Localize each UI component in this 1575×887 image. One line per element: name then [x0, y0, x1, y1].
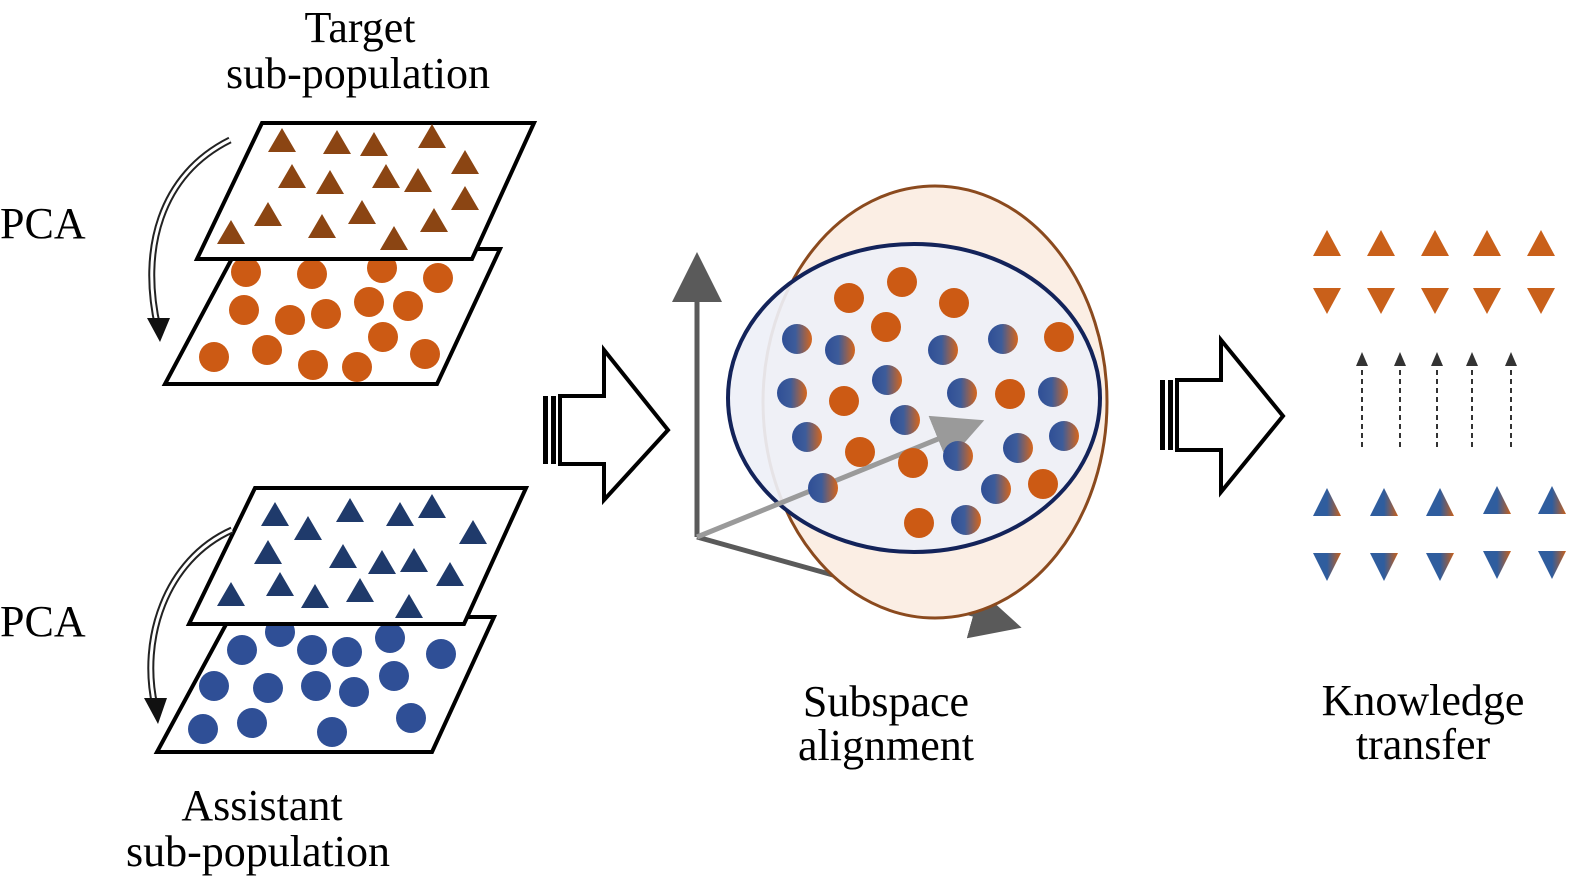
subspace-label-line2: alignment	[798, 721, 974, 770]
flow-arrow-2	[1160, 334, 1286, 498]
transfer-blue-up-triangles	[1313, 486, 1566, 516]
transfer-dashed-arrows	[1361, 362, 1512, 447]
target-label-line2: sub-population	[226, 49, 490, 98]
knowledge-label-line2: transfer	[1356, 720, 1491, 769]
assistant-triangles	[217, 494, 487, 618]
target-triangles	[217, 124, 479, 250]
assistant-label-line2: sub-population	[126, 827, 390, 876]
assistant-label-line1: Assistant	[181, 781, 342, 830]
pca-arrow-bottom-head	[144, 698, 167, 724]
aligned-orange-points	[829, 267, 1074, 538]
aligned-mixed-points	[777, 324, 1079, 535]
target-circles	[199, 253, 453, 382]
transfer-arrow-heads	[1356, 352, 1517, 366]
pca-label-top: PCA	[0, 199, 86, 248]
axis-diagonal	[696, 415, 985, 540]
target-original-plane	[193, 121, 538, 261]
transfer-blue-down-triangles	[1313, 551, 1566, 581]
knowledge-label-line1: Knowledge	[1322, 676, 1525, 725]
pca-arrow-top-head	[147, 318, 170, 342]
subspace-label-line1: Subspace	[803, 677, 969, 726]
target-label-line1: Target	[305, 3, 416, 52]
flow-arrow-1	[543, 344, 671, 506]
pca-label-bottom: PCA	[0, 597, 86, 646]
transfer-orange-down-triangles	[1313, 288, 1555, 314]
transfer-orange-up-triangles	[1313, 230, 1555, 256]
